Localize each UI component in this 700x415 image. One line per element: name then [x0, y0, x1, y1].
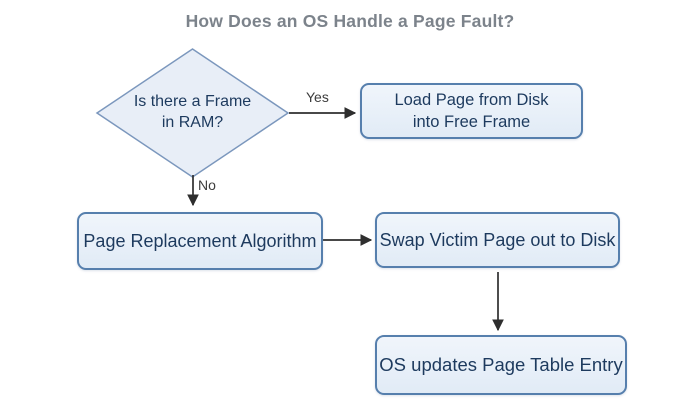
box-load-line2: into Free Frame	[412, 113, 531, 131]
decision-diamond-label: Is there a Frame in RAM?	[97, 91, 288, 133]
box-replace-label: Page Replacement Algorithm	[83, 230, 317, 251]
box-swap-victim-page: Swap Victim Page out to Disk	[375, 212, 620, 268]
decision-line1: Is there a Frame	[133, 93, 252, 110]
box-swap-label: Swap Victim Page out to Disk	[379, 229, 616, 250]
box-page-replacement-algorithm: Page Replacement Algorithm	[77, 212, 323, 270]
decision-line2: in RAM?	[161, 114, 224, 131]
box-update-label: OS updates Page Table Entry	[379, 354, 623, 375]
page-title: How Does an OS Handle a Page Fault?	[185, 11, 515, 31]
box-load-line1: Load Page from Disk	[394, 91, 549, 109]
box-load-page-from-disk: Load Page from Disk into Free Frame	[360, 83, 583, 139]
edge-label-no: No	[198, 177, 216, 193]
box-os-updates-page-table: OS updates Page Table Entry	[375, 335, 627, 395]
edge-label-yes: Yes	[306, 89, 329, 105]
